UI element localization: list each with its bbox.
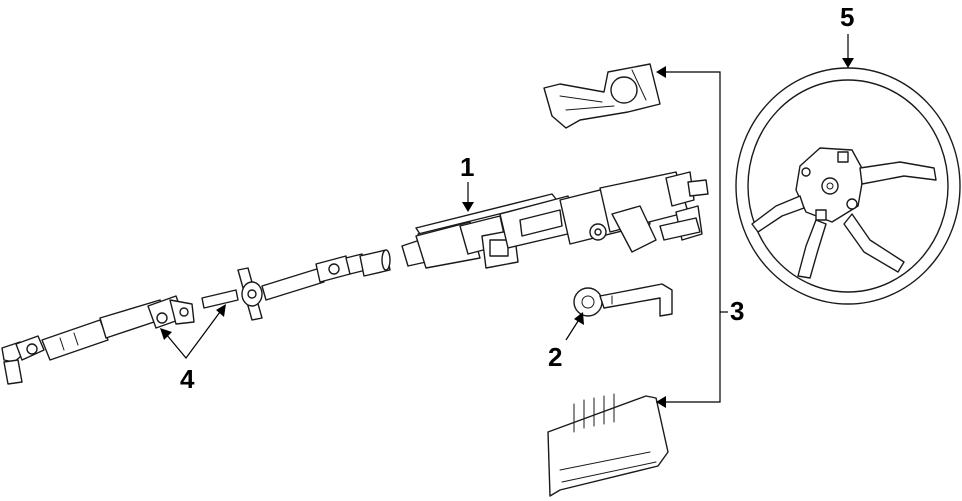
sensor-with-cable	[573, 283, 673, 317]
arrow-1-icon	[462, 202, 474, 212]
arrow-4-left-icon	[160, 328, 172, 340]
arrow-5-icon	[842, 58, 854, 68]
intermediate-shaft-assembly	[1, 295, 195, 385]
leader-lines	[160, 34, 854, 408]
arrow-3-upper-icon	[656, 66, 666, 78]
steering-column-body	[401, 171, 709, 269]
callout-1: 1	[460, 152, 474, 182]
arrow-4-right-icon	[216, 304, 226, 317]
upper-shroud-cover	[543, 63, 661, 129]
callout-4: 4	[180, 364, 195, 394]
callout-2: 2	[548, 342, 562, 372]
callout-5: 5	[840, 2, 854, 32]
arrow-2-icon	[574, 312, 584, 325]
shaft-coupling-assembly	[201, 249, 391, 321]
callout-3: 3	[730, 296, 744, 326]
arrow-3-lower-icon	[656, 396, 666, 408]
lower-shroud-cover	[547, 393, 669, 497]
steering-wheel	[735, 67, 961, 305]
